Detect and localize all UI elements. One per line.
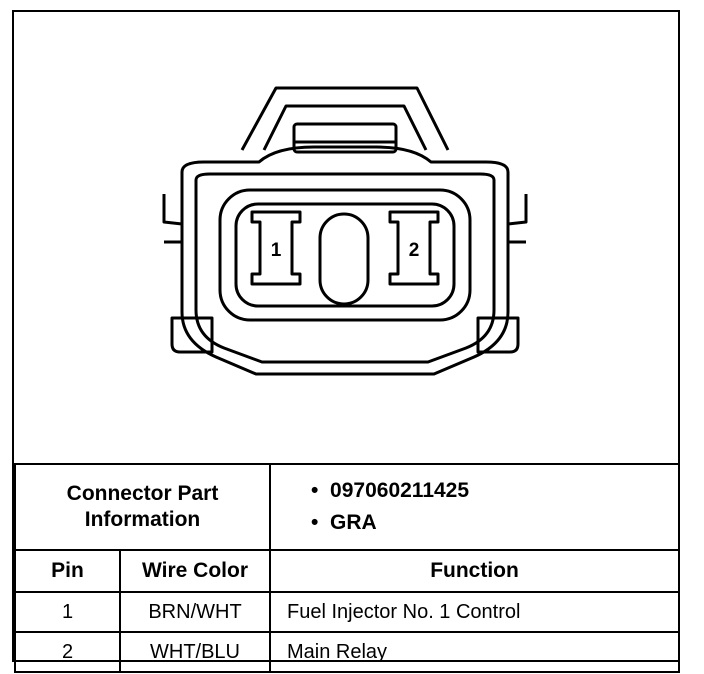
cavity-inner <box>234 202 456 308</box>
connector-info-table: Connector Part Information • 09706021142… <box>13 463 681 673</box>
latch-outer <box>240 86 450 151</box>
header-function: Function <box>269 549 681 593</box>
part-info-label: Connector Part Information <box>13 463 272 551</box>
connector-frame: 1 2 Connector Part Information • 0970602… <box>12 10 681 673</box>
center-key <box>318 212 370 306</box>
color-code-item: • GRA <box>311 511 377 534</box>
pin-label-1: 1 <box>271 240 282 261</box>
table-row: 1 BRN/WHT Fuel Injector No. 1 Control <box>14 591 681 633</box>
connector-drawing: 1 2 <box>162 86 528 376</box>
row-1-function: Fuel Injector No. 1 Control <box>269 591 681 633</box>
row-2-function: Main Relay <box>269 631 681 673</box>
row-1-wire-color: BRN/WHT <box>118 591 272 633</box>
cavity-outer <box>218 188 472 322</box>
right-foot <box>476 316 520 354</box>
table-row: 2 WHT/BLU Main Relay <box>14 631 681 673</box>
header-row: Pin Wire Color Function <box>14 549 681 593</box>
terminal-1 <box>250 210 302 286</box>
part-number: 097060211425 <box>330 479 470 502</box>
row-2-wire-color: WHT/BLU <box>118 631 272 673</box>
latch-inner <box>262 104 428 151</box>
left-foot <box>170 316 214 354</box>
body-outer <box>180 145 510 376</box>
part-info-row: Connector Part Information • 09706021142… <box>13 463 681 551</box>
terminal-2 <box>388 210 440 286</box>
body-inner <box>194 172 496 364</box>
part-info-values: • 097060211425 • GRA <box>269 463 681 551</box>
header-pin: Pin <box>14 549 121 593</box>
pin-label-2: 2 <box>409 240 420 261</box>
part-number-item: • 097060211425 <box>311 479 470 502</box>
row-2-pin: 2 <box>14 631 121 673</box>
header-wire-color: Wire Color <box>118 549 272 593</box>
connector-diagram: 1 2 <box>14 12 678 463</box>
latch-tab <box>292 122 398 154</box>
right-boss <box>506 194 528 244</box>
row-1-pin: 1 <box>14 591 121 633</box>
color-code: GRA <box>330 511 377 534</box>
left-boss <box>162 194 184 244</box>
